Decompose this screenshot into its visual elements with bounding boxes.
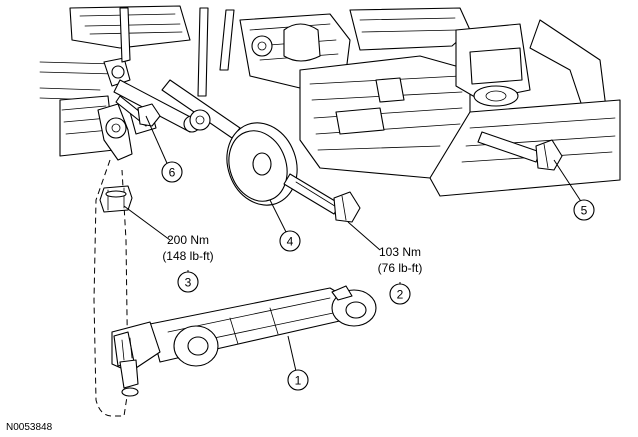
bolt-part-6 — [115, 95, 161, 127]
callout-3-label: 3 — [185, 276, 192, 290]
callout-1-label: 1 — [295, 374, 302, 388]
torque-spec-bolt-metric: 103 Nm — [379, 245, 421, 259]
torque-spec-bolt-imperial: (76 lb-ft) — [378, 261, 423, 275]
callout-6-label: 6 — [169, 166, 176, 180]
torque-spec-nut: 200 Nm (148 lb-ft) — [162, 233, 213, 263]
knuckle-phantom-outline — [93, 159, 129, 417]
torque-spec-nut-metric: 200 Nm — [167, 233, 209, 247]
lower-control-arm-part — [111, 285, 377, 397]
callout-3: 3 — [177, 271, 199, 293]
callout-4: 4 — [279, 230, 301, 252]
callout-4-label: 4 — [287, 235, 294, 249]
nut-part — [99, 185, 133, 213]
callout-1: 1 — [287, 369, 309, 391]
callout-6: 6 — [161, 161, 183, 183]
callout-2-label: 2 — [397, 288, 404, 302]
callout-2: 2 — [389, 283, 411, 305]
bolt-part-2 — [283, 173, 361, 223]
figure-id: N0053848 — [6, 422, 53, 433]
callout-5-label: 5 — [581, 204, 588, 218]
torque-spec-bolt: 103 Nm (76 lb-ft) — [378, 245, 423, 275]
washer-part — [226, 122, 298, 206]
callout-5: 5 — [573, 199, 595, 221]
torque-spec-nut-imperial: (148 lb-ft) — [162, 249, 213, 263]
